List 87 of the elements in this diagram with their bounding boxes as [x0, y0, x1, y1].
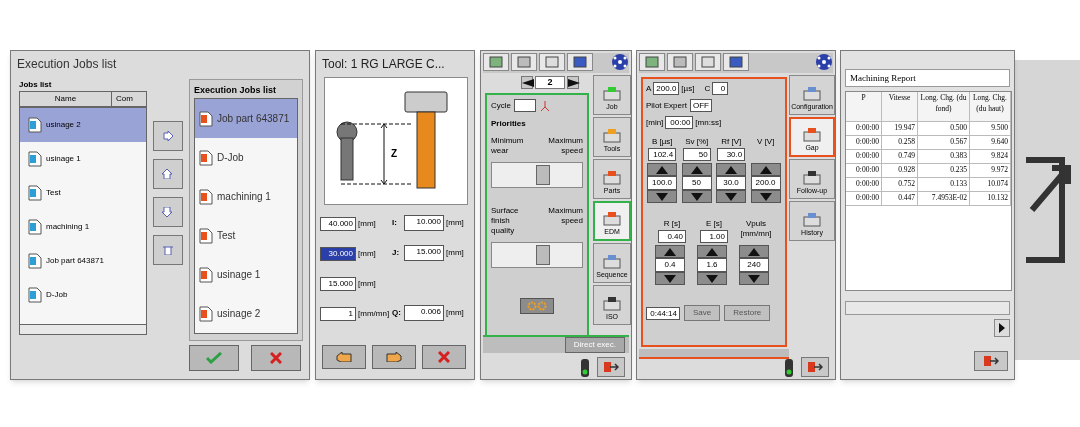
value-field: OFF	[689, 99, 712, 112]
value-field: 30.0	[717, 148, 746, 161]
restore-button: Restore	[724, 305, 771, 321]
window-title: Execution Jobs list	[17, 56, 117, 73]
list-item-text: D-Job	[46, 289, 68, 301]
section-heading: Priorities	[491, 118, 527, 130]
execution-list-panel	[189, 79, 303, 341]
save-button: Save	[684, 305, 721, 321]
command-button: Direct exec.	[564, 337, 625, 353]
value-field: 40.000	[320, 217, 356, 231]
field-label: Vpuls [mm/mn]	[739, 219, 773, 239]
field-label: C	[704, 83, 711, 94]
list-item-text: usinage 1	[217, 268, 261, 282]
field-label: [mm]	[358, 219, 376, 229]
panel-heading: Execution Jobs list	[194, 84, 278, 97]
field-label: [µs]	[681, 83, 695, 94]
value-field: 10.000	[404, 215, 444, 231]
window	[10, 50, 310, 380]
field-label: Cycle	[491, 100, 511, 111]
column-header: Name	[20, 92, 112, 106]
field-label: V [V]	[757, 137, 775, 147]
value-field: 0.006	[404, 305, 444, 321]
field-label: Surface finish quality	[491, 206, 520, 236]
field-label: Sv [%]	[685, 137, 709, 147]
field-label: E [s]	[706, 219, 722, 229]
window-title: Tool: 1 RG LARGE C...	[322, 56, 445, 73]
report-table	[845, 91, 1012, 291]
list-item-text: Test	[217, 229, 236, 243]
value-field: 15.000	[404, 245, 444, 261]
list-item-text: machining 1	[217, 190, 271, 204]
list-item-text: usinage 2	[217, 307, 261, 321]
field-label: [mn:ss]	[695, 117, 722, 128]
field-label: A	[646, 83, 652, 94]
field-label: Maximum speed	[547, 206, 583, 227]
list-item-text: Test	[46, 187, 61, 199]
value-field: 50	[681, 176, 712, 190]
window	[315, 50, 475, 380]
value-field: 100.0	[647, 176, 677, 190]
field-label: Rf [V]	[721, 137, 742, 147]
value-field: 30.0	[716, 176, 746, 190]
value-field: 15.000	[320, 277, 356, 291]
window	[480, 50, 632, 380]
field-label: [mm/mn]	[358, 309, 390, 319]
value-field: 00:00	[665, 116, 694, 129]
field-label: [mm]	[358, 249, 376, 259]
field-label: [mm]	[446, 308, 464, 318]
value-field: 200.0	[750, 176, 781, 190]
value-field: 0	[712, 82, 729, 95]
field-label: Minimum wear	[491, 136, 525, 156]
field-label: Pilot Expert	[646, 100, 687, 111]
list-item-text: machining 1	[46, 221, 90, 233]
list-item-text: usinage 2	[46, 119, 81, 131]
value-field: 0.40	[658, 230, 686, 243]
field-label: [min]	[646, 117, 664, 128]
value-field: 1	[320, 307, 356, 321]
selected-value-field: 30.000	[320, 247, 356, 261]
field-label: [mm]	[358, 279, 376, 289]
field-label: [mm]	[446, 248, 464, 258]
column-header: Com	[112, 92, 146, 106]
field-label: [mm]	[446, 218, 464, 228]
field-label: R [s]	[663, 219, 681, 229]
value-field: 0.4	[655, 258, 685, 272]
value-field: 1.6	[697, 258, 727, 272]
value-field: 102.4	[648, 148, 677, 161]
field-label: I:	[392, 218, 398, 228]
list-item-text: usinage 1	[46, 153, 81, 165]
page-number-field: 2	[535, 76, 565, 89]
field-label: J:	[392, 248, 401, 258]
window	[840, 50, 1015, 380]
generator-settings-panel	[641, 77, 787, 347]
value-field: 240	[739, 258, 769, 272]
value-field: 200.0	[653, 82, 680, 95]
tool-drawing-panel	[324, 77, 468, 205]
value-field: 0:44:14	[646, 306, 680, 320]
field-label: Maximum speed	[547, 136, 583, 156]
list-item-text: D-Job	[217, 151, 244, 165]
panel-heading: Jobs list	[19, 79, 53, 91]
field-label: B [µs]	[651, 137, 673, 147]
list-item-text: Job part 643871	[46, 255, 104, 267]
list-item-text: Job part 643871	[217, 112, 290, 126]
field-label: Q:	[392, 308, 402, 318]
window	[636, 50, 836, 380]
priorities-panel	[485, 93, 589, 337]
value-field: 1.00	[700, 230, 728, 243]
report-title-bar: Machining Report	[845, 69, 1010, 87]
dimension-label: Z	[391, 147, 398, 161]
value-field: 50	[682, 148, 711, 161]
